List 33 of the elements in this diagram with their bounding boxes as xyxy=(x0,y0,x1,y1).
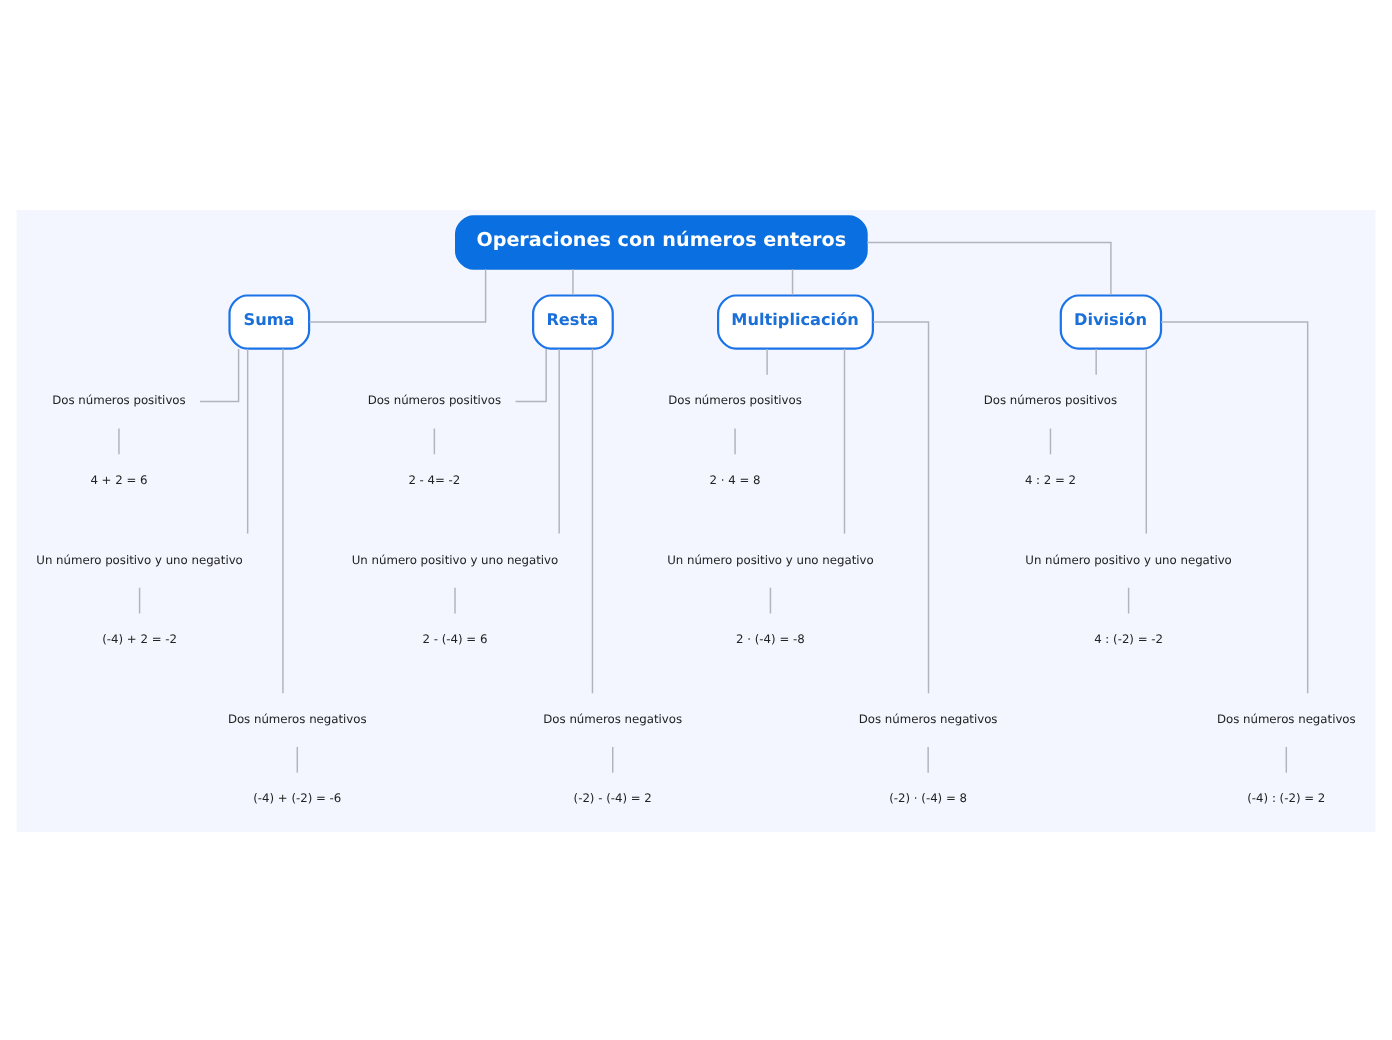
connector xyxy=(282,347,284,694)
connector xyxy=(927,745,929,773)
connector xyxy=(1095,347,1097,375)
node-box: Resta xyxy=(532,293,614,349)
connector xyxy=(514,347,547,402)
connector xyxy=(558,347,560,534)
connector xyxy=(296,745,299,773)
connector xyxy=(1160,320,1309,693)
connector xyxy=(454,586,456,614)
connector xyxy=(612,745,614,773)
connector xyxy=(766,347,768,375)
connector xyxy=(138,586,141,614)
connector xyxy=(591,347,594,694)
connector xyxy=(1285,745,1288,773)
connector xyxy=(246,347,249,534)
node-box: Suma xyxy=(228,293,311,349)
connector xyxy=(1145,347,1148,534)
connector xyxy=(866,240,1112,295)
connector xyxy=(734,426,736,455)
node-box: Operaciones con números enteros xyxy=(455,214,868,269)
connector xyxy=(843,347,846,534)
connector xyxy=(769,586,772,614)
connector xyxy=(1127,586,1130,614)
connector xyxy=(791,267,794,295)
connector xyxy=(118,426,120,455)
connector xyxy=(1049,426,1052,455)
connector xyxy=(199,347,240,402)
connector xyxy=(872,320,930,693)
connector xyxy=(308,267,487,322)
connector xyxy=(572,267,574,295)
connector xyxy=(433,426,436,455)
node-box: Multiplicación xyxy=(717,293,874,349)
node-box: División xyxy=(1059,293,1163,349)
